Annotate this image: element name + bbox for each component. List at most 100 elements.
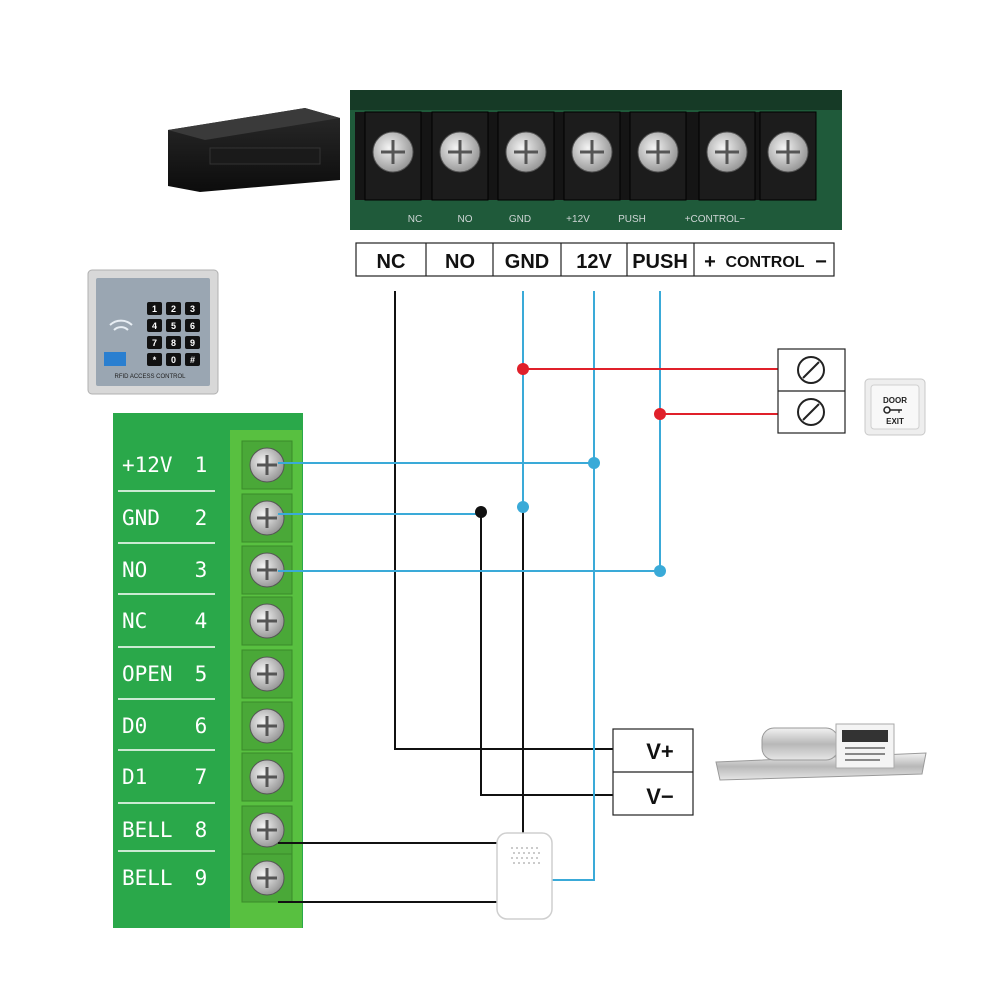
controller-terminal-number: 2: [195, 506, 208, 530]
lock-terminal-box: V+ V−: [612, 728, 694, 816]
svg-text:1: 1: [152, 304, 157, 314]
lock-label-vminus: V−: [646, 784, 674, 809]
keypad-key: 0: [166, 353, 181, 366]
svg-text:6: 6: [190, 321, 195, 331]
grille-dot: [533, 852, 535, 854]
grille-dot: [526, 857, 528, 859]
grille-dot: [536, 857, 538, 859]
power-supply-box: [168, 108, 340, 192]
controller-terminal-number: 9: [195, 866, 208, 890]
controller-terminal-number: 1: [195, 453, 208, 477]
svg-text:*: *: [153, 355, 157, 365]
psu-label-nc: NC: [377, 251, 406, 273]
svg-text:4: 4: [152, 321, 157, 331]
keypad-key: 2: [166, 302, 181, 315]
junction-dot: [517, 501, 529, 513]
power-supply-terminal-block: NC NO GND +12V PUSH +CONTROL−: [350, 90, 842, 230]
psu-terminal-screw-icon: [497, 111, 555, 201]
psu-silkscreen-label: +12V: [566, 214, 590, 225]
svg-text:8: 8: [171, 338, 176, 348]
key-icon: [883, 406, 902, 414]
psu-terminal-screw-icon: [759, 111, 817, 201]
keypad-key: 4: [147, 319, 162, 332]
psu-terminal-screw-icon: [364, 111, 422, 201]
terminal-screw-icon: [241, 701, 293, 751]
terminal-screw-icon: [241, 805, 293, 855]
terminal-screw-icon: [241, 493, 293, 543]
psu-label-control-minus: −: [815, 251, 827, 273]
exit-button-line2: EXIT: [886, 417, 904, 426]
psu-silkscreen-label: +CONTROL−: [685, 214, 746, 225]
grille-dot: [531, 857, 533, 859]
psu-silkscreen-label: PUSH: [618, 214, 646, 225]
controller-terminal-name: BELL: [122, 866, 173, 890]
psu-label-12v: 12V: [576, 251, 612, 273]
controller-terminal-number: 5: [195, 662, 208, 686]
psu-label-push: PUSH: [632, 251, 688, 273]
terminal-screw-icon: [241, 752, 293, 802]
controller-terminal-name: +12V: [122, 453, 173, 477]
controller-terminal-number: 7: [195, 765, 208, 789]
grille-dot: [521, 857, 523, 859]
wire-psu-12v: [550, 291, 595, 881]
keypad-key: 9: [185, 336, 200, 349]
grille-dot: [521, 847, 523, 849]
controller-terminal-name: D0: [122, 714, 147, 738]
psu-label-control: CONTROL: [725, 254, 804, 271]
keypad-key: 1: [147, 302, 162, 315]
psu-terminal-screw-icon: [563, 111, 621, 201]
controller-terminal-number: 3: [195, 558, 208, 582]
terminal-screw-icon: [241, 440, 293, 490]
psu-silkscreen-label: NO: [458, 214, 473, 225]
controller-terminal-row: GND 2: [118, 490, 293, 543]
wire-gnd-to-lock-vminus: [480, 512, 613, 796]
psu-silkscreen-label: GND: [509, 214, 531, 225]
grille-dot: [511, 847, 513, 849]
grille-dot: [536, 847, 538, 849]
keypad-key: 7: [147, 336, 162, 349]
psu-silkscreen-label: NC: [408, 214, 422, 225]
junction-dot: [654, 565, 666, 577]
controller-terminal-row: BELL 9: [118, 850, 293, 903]
wire-nc-to-lock-vplus: [394, 291, 613, 750]
grille-dot: [538, 852, 540, 854]
controller-terminal-name: NC: [122, 609, 147, 633]
controller-terminal-row: NC 4: [118, 593, 293, 646]
wires: [278, 291, 778, 903]
grille-dot: [528, 852, 530, 854]
lock-label-vplus: V+: [646, 739, 674, 764]
controller-terminal-row: D0 6: [118, 698, 293, 751]
doorbell: [496, 832, 553, 920]
grille-dot: [528, 862, 530, 864]
power-supply-label-row: NC NO GND 12V PUSH + CONTROL −: [355, 242, 835, 277]
electric-lock: [715, 723, 927, 781]
svg-text:3: 3: [190, 304, 195, 314]
keypad-key: *: [147, 353, 162, 366]
controller-terminal-name: GND: [122, 506, 160, 530]
svg-text:2: 2: [171, 304, 176, 314]
terminal-screw-icon: [241, 853, 293, 903]
grille-dot: [518, 862, 520, 864]
controller-terminal-number: 6: [195, 714, 208, 738]
psu-terminal-screw-icon: [629, 111, 687, 201]
exit-button-line1: DOOR: [883, 396, 907, 405]
grille-dot: [518, 852, 520, 854]
terminal-screw-icon: [241, 596, 293, 646]
grille-dot: [516, 847, 518, 849]
keypad-key: #: [185, 353, 200, 366]
controller-terminal-number: 4: [195, 609, 208, 633]
junction-dot: [517, 363, 529, 375]
junction-dot: [475, 506, 487, 518]
keypad-footer: RFID ACCESS CONTROL: [114, 374, 186, 380]
psu-terminal-screw-icon: [698, 111, 756, 201]
exit-button: DOOR EXIT: [864, 378, 926, 436]
controller-terminal-name: BELL: [122, 818, 173, 842]
psu-label-no: NO: [445, 251, 475, 273]
grille-dot: [511, 857, 513, 859]
